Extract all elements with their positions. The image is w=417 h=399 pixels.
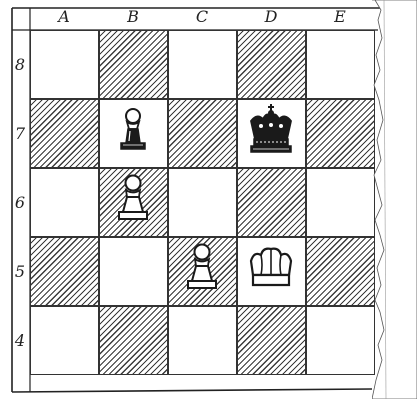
file-label-b: B [121, 7, 145, 26]
square-c4[interactable] [168, 306, 237, 375]
square-a5[interactable] [30, 237, 99, 306]
square-d6[interactable] [237, 168, 306, 237]
rank-label-7: 7 [12, 124, 28, 143]
square-d4[interactable] [237, 306, 306, 375]
file-label-e: E [328, 7, 352, 26]
white-pawn-icon[interactable] [99, 168, 168, 237]
rank-label-4: 4 [12, 331, 28, 350]
white-king-icon[interactable] [237, 237, 306, 306]
file-label-a: A [52, 7, 76, 26]
square-c8[interactable] [168, 30, 237, 99]
square-a4[interactable] [30, 306, 99, 375]
black-pawn-icon[interactable] [99, 99, 168, 168]
square-e8[interactable] [306, 30, 375, 99]
square-c6[interactable] [168, 168, 237, 237]
rank-label-5: 5 [12, 262, 28, 281]
square-c7[interactable] [168, 99, 237, 168]
square-a6[interactable] [30, 168, 99, 237]
square-a8[interactable] [30, 30, 99, 99]
square-d8[interactable] [237, 30, 306, 99]
square-b5[interactable] [99, 237, 168, 306]
torn-paper-edge [372, 0, 417, 399]
file-label-d: D [259, 7, 283, 26]
rank-label-8: 8 [12, 55, 28, 74]
square-b4[interactable] [99, 306, 168, 375]
white-pawn-icon[interactable] [168, 237, 237, 306]
square-b8[interactable] [99, 30, 168, 99]
square-a7[interactable] [30, 99, 99, 168]
square-e6[interactable] [306, 168, 375, 237]
square-e7[interactable] [306, 99, 375, 168]
square-e5[interactable] [306, 237, 375, 306]
square-e4[interactable] [306, 306, 375, 375]
file-label-c: C [190, 7, 214, 26]
rank-label-6: 6 [12, 193, 28, 212]
black-king-icon[interactable] [237, 99, 306, 168]
